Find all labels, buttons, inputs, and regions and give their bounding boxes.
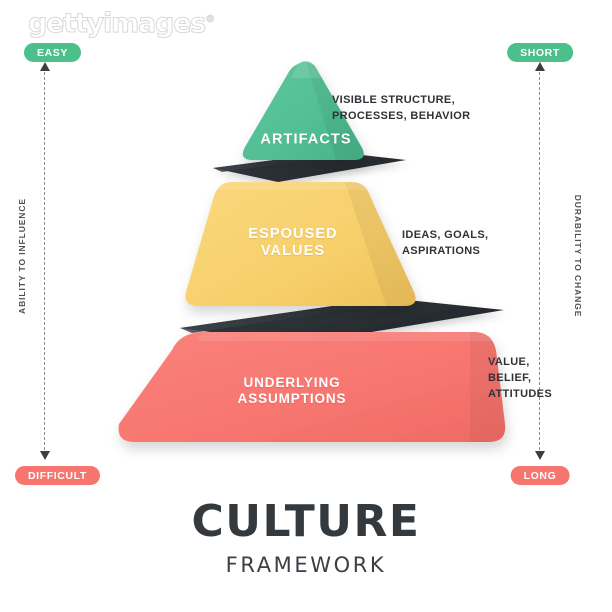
badge-difficult: DIFFICULT (15, 466, 100, 485)
dashed-line (539, 72, 540, 450)
dashed-line (44, 72, 45, 450)
tier-description-underlying-assumptions: VALUE, BELIEF, ATTITUDES (488, 356, 553, 400)
watermark-registered-mark: ® (205, 14, 216, 26)
tier-underlying-assumptions (118, 332, 506, 442)
tier-artifacts (242, 61, 364, 160)
badge-easy: EASY (24, 43, 81, 62)
getty-images-watermark: gettyimages® (27, 8, 216, 40)
badge-short: SHORT (507, 43, 573, 62)
tier-description-artifacts: VISIBLE STRUCTURE, PROCESSES, BEHAVIOR (332, 94, 471, 122)
badge-long: LONG (510, 466, 570, 485)
arrow-up-icon (535, 62, 545, 71)
arrow-down-icon (535, 451, 545, 460)
arrow-up-icon (40, 62, 50, 71)
page-subtitle: FRAMEWORK (225, 553, 387, 577)
tier-label-espoused-values: ESPOUSED VALUES (248, 225, 338, 259)
right-axis (533, 62, 547, 460)
pyramid-graphic (118, 61, 506, 442)
arrow-down-icon (40, 451, 50, 460)
page-title: CULTURE (191, 496, 421, 547)
tier-description-espoused-values: IDEAS, GOALS, ASPIRATIONS (402, 229, 489, 257)
watermark-text: gettyimages (27, 8, 206, 40)
tier-label-underlying-assumptions: UNDERLYING ASSUMPTIONS (237, 375, 347, 406)
left-axis (38, 62, 52, 460)
tier-espoused-values (185, 182, 416, 306)
tier-label-artifacts: ARTIFACTS (260, 131, 352, 148)
title-block: CULTURE FRAMEWORK (0, 496, 612, 578)
